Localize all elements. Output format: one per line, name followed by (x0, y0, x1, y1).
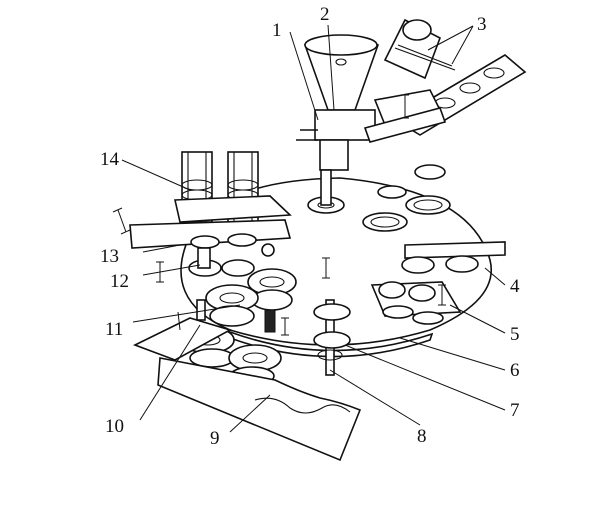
callout-1: 1 (272, 20, 282, 41)
callout-10: 10 (105, 416, 124, 437)
cup-stacker (174, 151, 292, 223)
callout-2: 2 (320, 4, 330, 25)
press-station (370, 241, 506, 325)
callout-3: 3 (477, 14, 487, 35)
discharge-chute (132, 317, 362, 462)
callout-12: 12 (110, 271, 129, 292)
callout-4: 4 (510, 276, 520, 297)
callout-labels: 1 2 3 4 5 6 7 8 9 10 11 12 13 14 (100, 4, 520, 449)
roller-assembly (383, 18, 456, 80)
leader-lines (121, 24, 506, 433)
transfer-arm (129, 219, 292, 277)
callout-7: 7 (510, 400, 520, 421)
callout-8: 8 (417, 426, 427, 447)
ejector-column (313, 299, 351, 376)
callout-5: 5 (510, 324, 520, 345)
callout-14: 14 (100, 149, 120, 170)
hopper (296, 34, 447, 214)
cups-on-table (362, 185, 451, 232)
callout-6: 6 (510, 360, 520, 381)
callout-13: 13 (100, 246, 119, 267)
callout-11: 11 (105, 319, 123, 340)
callout-9: 9 (210, 428, 220, 449)
